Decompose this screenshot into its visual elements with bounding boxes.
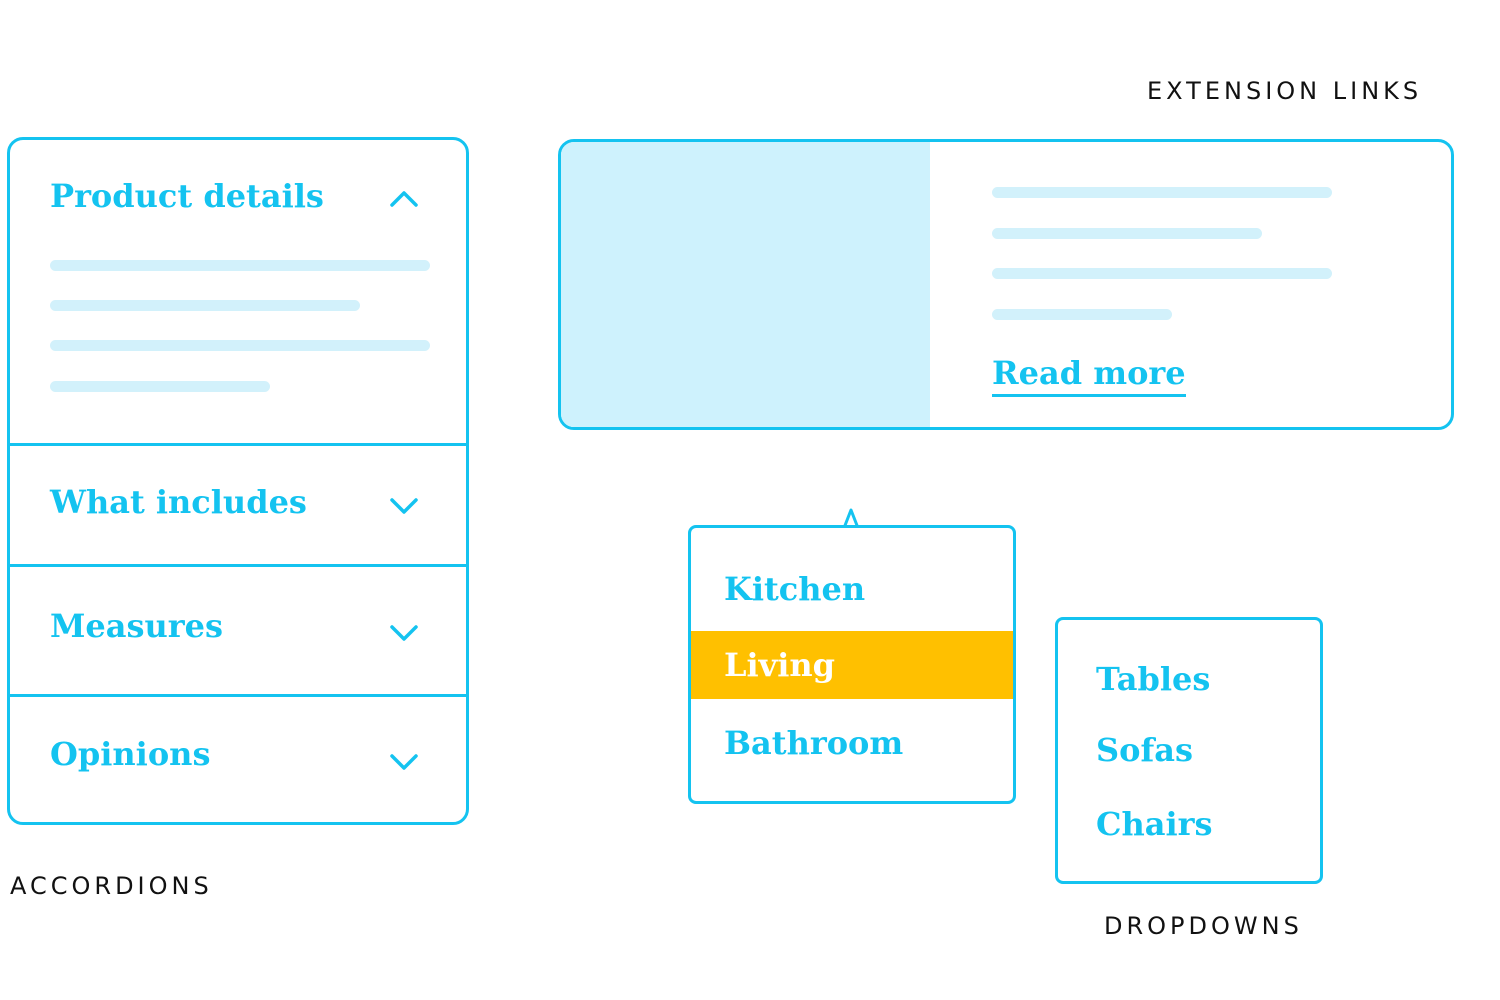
dropdowns-caption: DROPDOWNS — [1104, 912, 1303, 940]
text-placeholder-line — [50, 381, 270, 392]
image-placeholder — [561, 142, 930, 427]
accordion-section-measures[interactable]: Measures — [10, 564, 466, 694]
furniture-dropdown-menu: Tables Sofas Chairs — [1055, 617, 1323, 884]
chevron-down-icon[interactable] — [388, 752, 420, 772]
dropdown-item-chairs[interactable]: Chairs — [1096, 805, 1213, 843]
chevron-down-icon[interactable] — [388, 623, 420, 643]
chevron-down-icon[interactable] — [388, 496, 420, 516]
dropdown-item-bathroom[interactable]: Bathroom — [724, 724, 904, 762]
text-placeholder-line — [992, 309, 1172, 320]
accordion: Product details What includes Measures O… — [7, 137, 469, 825]
rooms-dropdown-menu: Kitchen Living Bathroom — [688, 525, 1016, 804]
text-placeholder-line — [50, 340, 430, 351]
extension-link-card: Read more — [558, 139, 1454, 430]
text-placeholder-line — [992, 268, 1332, 279]
chevron-up-icon[interactable] — [388, 189, 420, 209]
accordion-section-what-includes[interactable]: What includes — [10, 443, 466, 564]
text-placeholder-line — [992, 187, 1332, 198]
dropdown-item-tables[interactable]: Tables — [1096, 660, 1211, 698]
dropdown-item-sofas[interactable]: Sofas — [1096, 731, 1193, 769]
text-placeholder-line — [992, 228, 1262, 239]
text-placeholder-line — [50, 300, 360, 311]
dropdown-item-living[interactable]: Living — [691, 631, 1013, 699]
accordion-title[interactable]: What includes — [50, 483, 307, 521]
accordion-title[interactable]: Measures — [50, 607, 224, 645]
accordion-section-product-details: Product details — [10, 140, 466, 443]
accordion-title[interactable]: Opinions — [50, 735, 211, 773]
dropdown-item-kitchen[interactable]: Kitchen — [724, 570, 866, 608]
accordion-title[interactable]: Product details — [50, 177, 324, 215]
read-more-link[interactable]: Read more — [992, 354, 1186, 397]
accordion-section-opinions[interactable]: Opinions — [10, 694, 466, 822]
accordions-caption: ACCORDIONS — [10, 872, 213, 900]
extension-links-caption: EXTENSION LINKS — [1147, 77, 1423, 105]
text-placeholder-line — [50, 260, 430, 271]
